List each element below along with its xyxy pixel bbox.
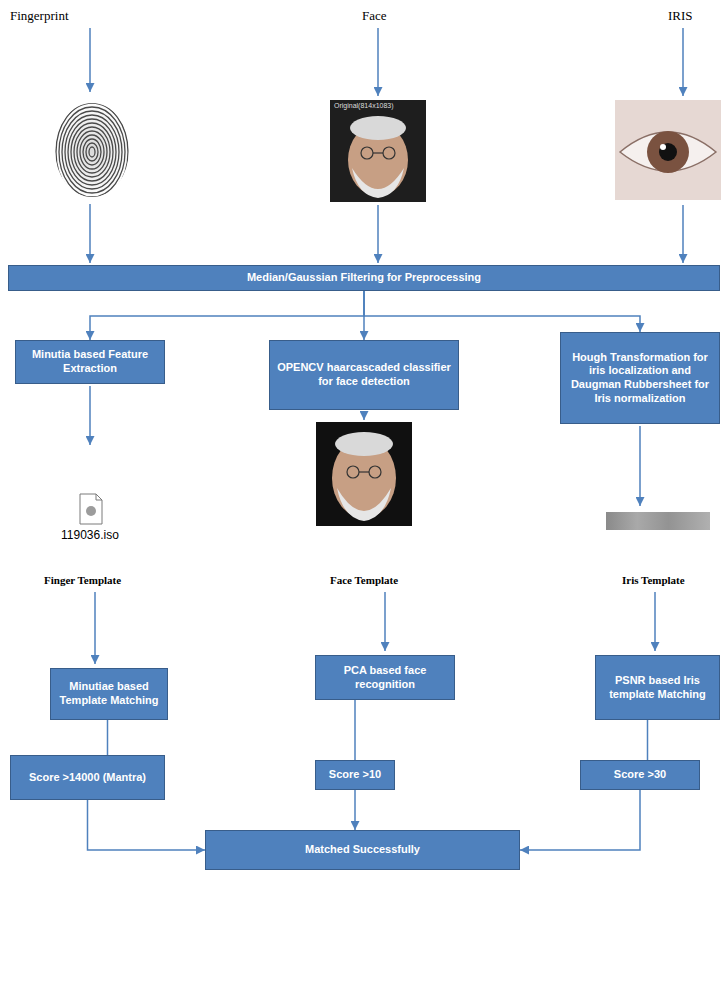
result-box: Matched Successfully xyxy=(205,830,520,870)
process-box: OPENCV haarcascaded classifier for face … xyxy=(269,340,459,410)
box-text: Minutiae based Template Matching xyxy=(57,680,161,708)
fingerprint-image xyxy=(54,102,130,201)
modality-label: Fingerprint xyxy=(10,8,69,24)
flow-connector xyxy=(90,291,364,340)
process-box: PCA based face recognition xyxy=(315,655,455,700)
modality-label: Face xyxy=(362,8,387,24)
box-text: PCA based face recognition xyxy=(322,664,448,692)
face-image xyxy=(330,100,426,202)
eye-image xyxy=(615,100,721,200)
template-label: Face Template xyxy=(330,574,398,587)
box-text: Score >10 xyxy=(329,768,381,782)
process-box: Minutiae based Template Matching xyxy=(50,668,168,720)
box-text: Matched Successfully xyxy=(305,843,420,857)
process-box: Hough Transformation for iris localizati… xyxy=(560,332,720,424)
score-box: Score >10 xyxy=(315,760,395,790)
score-box: Score >14000 (Mantra) xyxy=(10,755,165,800)
template-label: Finger Template xyxy=(44,574,121,587)
box-text: OPENCV haarcascaded classifier for face … xyxy=(276,361,452,389)
flow-connector xyxy=(88,800,206,850)
iris-template-image xyxy=(606,512,710,530)
score-box: Score >30 xyxy=(580,760,700,790)
flow-connector xyxy=(647,720,649,760)
flow-connector xyxy=(364,291,640,332)
file-icon xyxy=(80,494,102,524)
flow-connector xyxy=(520,790,640,850)
flow-connector xyxy=(354,790,356,830)
box-text: Minutia based Feature Extraction xyxy=(22,348,158,376)
preprocess-box: Median/Gaussian Filtering for Preprocess… xyxy=(8,265,720,291)
modality-label: IRIS xyxy=(668,8,693,24)
face-template-image xyxy=(316,422,412,526)
box-text: Hough Transformation for iris localizati… xyxy=(567,351,713,406)
image-caption: Original(814x1083) xyxy=(334,102,394,110)
process-box: PSNR based Iris template Matching xyxy=(595,655,720,720)
flow-connector xyxy=(354,700,356,760)
process-box: Minutia based Feature Extraction xyxy=(15,340,165,384)
template-label: Iris Template xyxy=(622,574,685,587)
box-text: Score >30 xyxy=(614,768,666,782)
box-text: Score >14000 (Mantra) xyxy=(29,771,146,785)
file-name: 119036.iso xyxy=(61,528,119,542)
box-text: PSNR based Iris template Matching xyxy=(602,674,713,702)
box-text: Median/Gaussian Filtering for Preprocess… xyxy=(247,271,481,285)
flow-connector xyxy=(107,720,109,755)
